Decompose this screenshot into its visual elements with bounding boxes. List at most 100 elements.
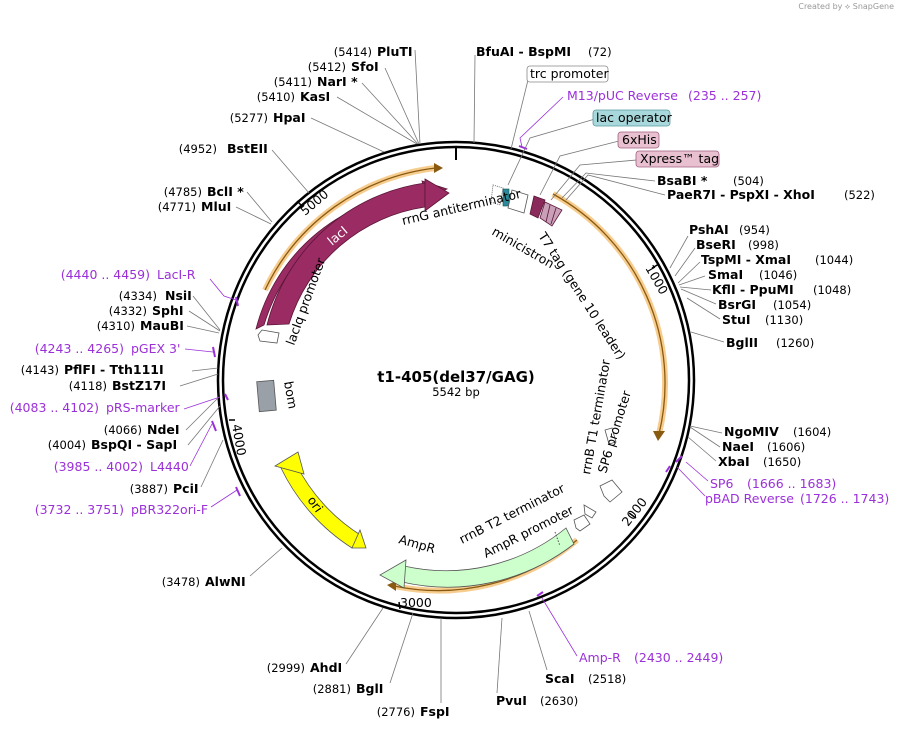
enzyme-pos: (1044) — [815, 253, 853, 267]
enzyme-name: BglI — [356, 681, 383, 696]
enzyme-pos: (4066) — [104, 423, 142, 437]
primer-range: (1666 .. 1683) — [747, 476, 836, 491]
6xhis-box — [617, 131, 660, 149]
feature-t7tag-glyph — [539, 201, 563, 227]
enzyme-name: PflFI - Tth111I — [64, 362, 164, 377]
enzyme-name: BclI * — [207, 184, 244, 199]
feature-sp6-promoter — [599, 479, 623, 503]
enzyme-pos: (1048) — [813, 283, 851, 297]
enzyme-name: MluI — [201, 199, 231, 214]
orf-arc-right-head — [653, 431, 665, 441]
enzyme-pos: (2518) — [588, 672, 626, 686]
plasmid-size: 5542 bp — [432, 385, 480, 399]
enzyme-pos: (5411) — [274, 75, 312, 89]
enzyme-name: TspMI - XmaI — [701, 252, 791, 267]
feature-rrnb-t2 — [583, 504, 597, 519]
feature-ampr — [401, 527, 575, 588]
enzyme-name: BstZ17I — [112, 378, 166, 393]
enzyme-pos: (4332) — [109, 304, 147, 318]
enzyme-pos: (4785) — [164, 185, 202, 199]
orf-arc-left-head — [434, 163, 443, 173]
enzyme-name: NgoMIV — [724, 424, 779, 439]
tick-3000: 3000 — [400, 595, 432, 610]
enzyme-name: SfoI — [351, 59, 379, 74]
enzyme-pos: (4118) — [69, 379, 107, 393]
trc-promoter-box — [526, 65, 609, 83]
enzyme-pos: (504) — [733, 174, 764, 188]
enzyme-pos: (2776) — [377, 705, 415, 719]
primer-name: L4440 — [150, 459, 189, 474]
enzyme-name: BsrGI — [718, 297, 756, 312]
primer-name: pBR322ori-F — [131, 502, 208, 517]
boxed-labels: trc promoter lac operator 6xHis Xpress™ … — [507, 65, 720, 201]
enzyme-name: XbaI — [718, 454, 750, 469]
feature-bom — [256, 379, 277, 413]
enzyme-name: NaeI — [722, 439, 754, 454]
enzyme-name: PluTI — [377, 44, 413, 59]
feature-laci-body — [266, 182, 426, 326]
enzyme-pos: (2881) — [313, 682, 351, 696]
enzyme-pos: (1606) — [767, 440, 805, 454]
enzyme-name: SmaI — [708, 267, 743, 282]
feature-rrnb-t1 — [604, 427, 617, 445]
feature-6xhis-glyph — [529, 195, 546, 219]
enzyme-pos: (4334) — [119, 289, 157, 303]
enzyme-name: SphI — [152, 303, 184, 318]
enzyme-pos: (954) — [739, 223, 770, 237]
credit-text: Created by ⟡ SnapGene — [798, 2, 894, 11]
enzyme-name: PshAI — [689, 222, 729, 237]
primer-name: pRS-marker — [106, 400, 181, 415]
orf-arc-right — [551, 191, 668, 435]
enzyme-name: AlwNI — [205, 574, 246, 589]
primer-range: (3732 .. 3751) — [35, 502, 124, 517]
primer-name: Amp-R — [579, 650, 621, 665]
enzyme-pos: (1650) — [763, 455, 801, 469]
feature-trc-promoter-glyph — [490, 184, 504, 206]
enzyme-name: FspI — [420, 704, 450, 719]
enzyme-pos: (1130) — [765, 313, 803, 327]
enzyme-pos: (3887) — [130, 482, 168, 496]
enzyme-name: BseRI — [696, 237, 736, 252]
enzyme-pos: (3478) — [162, 575, 200, 589]
xpress-tag-box — [635, 150, 720, 168]
enzymes-left: (5414) PluTI (5412) SfoI (5411) NarI * (… — [21, 44, 450, 719]
xpress-tag-label: Xpress™ tag — [640, 151, 719, 166]
primer-range: (235 .. 257) — [688, 88, 761, 103]
enzyme-name: HpaI — [273, 110, 306, 125]
enzyme-name: NarI * — [317, 74, 358, 89]
orf-arc-left-line — [264, 167, 437, 291]
feature-ampr-promoter — [573, 514, 591, 532]
feature-minicistron-glyph — [507, 189, 529, 214]
feature-ampr-dotted — [554, 531, 561, 547]
enzyme-name: BglII — [726, 335, 758, 350]
enzyme-pos: (5410) — [257, 90, 295, 104]
orf-arc-right-line — [552, 193, 666, 435]
enzyme-name: BspQI - SapI — [91, 437, 177, 452]
enzyme-name: StuI — [722, 312, 751, 327]
lac-operator-label: lac operator — [596, 110, 673, 125]
primer-name: pGEX 3' — [131, 341, 180, 356]
enzyme-name: KflI - PpuMI — [712, 282, 794, 297]
enzyme-name: MauBI — [140, 318, 184, 333]
enzyme-pos: (1054) — [773, 298, 811, 312]
feature-t7tag-stripe2 — [550, 207, 557, 225]
primer-range: (2430 .. 2449) — [634, 650, 723, 665]
plasmid-name: t1-405(del37/GAG) — [377, 368, 535, 386]
enzyme-pos: (4004) — [48, 438, 86, 452]
orf-arc-bottom-head — [387, 581, 396, 591]
backbone-outer — [216, 140, 696, 620]
enzyme-pos: (5412) — [308, 60, 346, 74]
enzyme-name: BstEII — [227, 141, 268, 156]
enzyme-name: BfuAI - BspMI — [476, 44, 571, 59]
enzyme-pos: (4143) — [21, 363, 59, 377]
feature-laciq-promoter — [257, 329, 280, 344]
enzyme-name: NdeI — [147, 422, 180, 437]
enzyme-pos: (1260) — [776, 336, 814, 350]
6xhis-label: 6xHis — [622, 132, 657, 147]
enzyme-name: PaeR7I - PspXI - XhoI — [667, 187, 815, 202]
enzyme-name: KasI — [300, 89, 330, 104]
enzyme-name: BsaBI * — [657, 173, 708, 188]
enzyme-pos: (1046) — [759, 268, 797, 282]
enzyme-name: PvuI — [496, 693, 527, 708]
primer-range: (4440 .. 4459) — [61, 267, 150, 282]
